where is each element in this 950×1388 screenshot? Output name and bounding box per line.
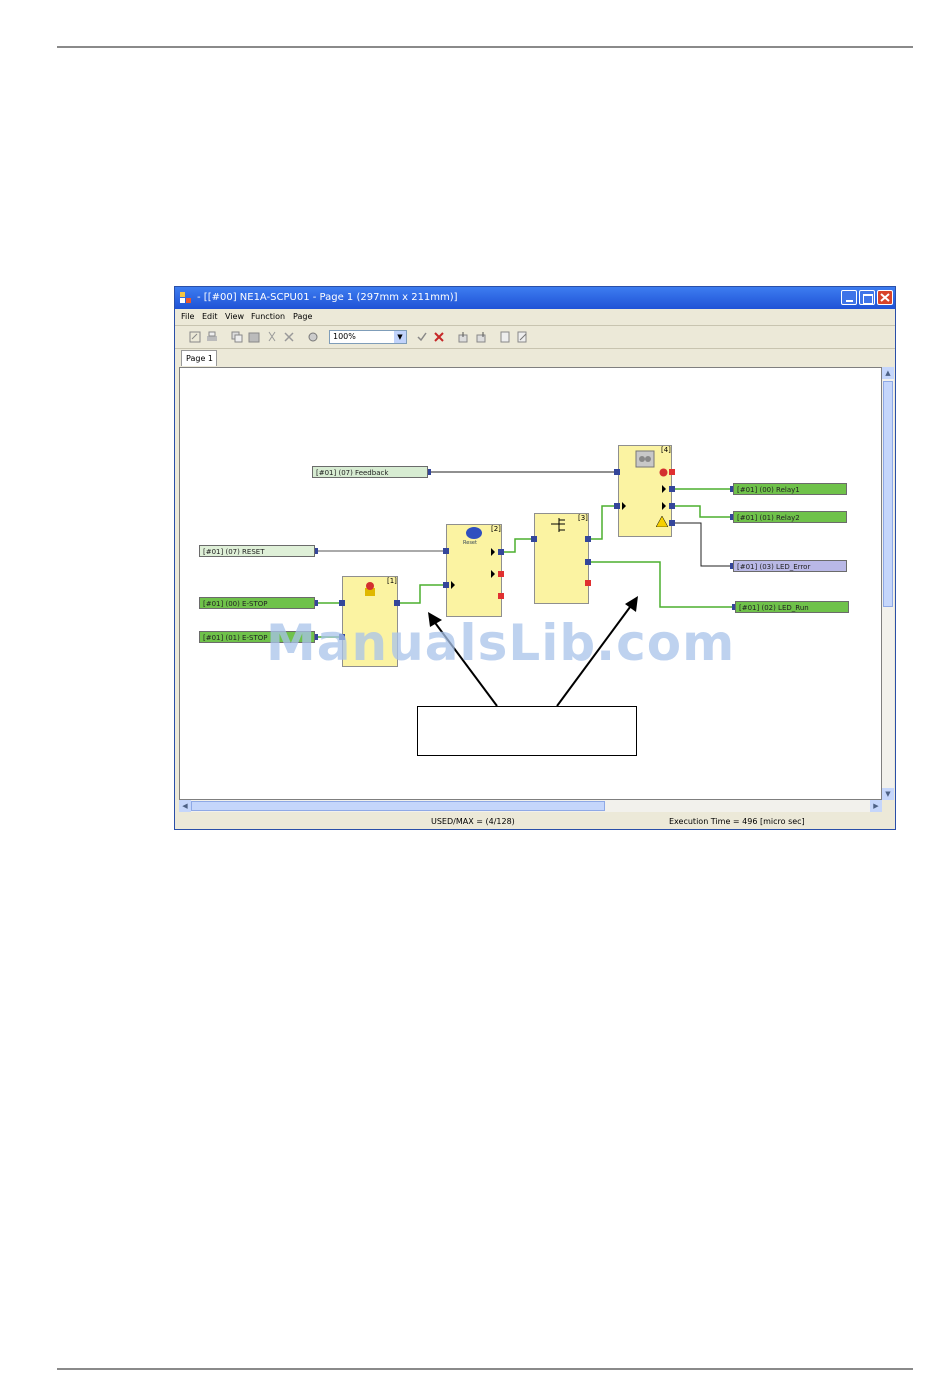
minimize-icon[interactable] [841, 290, 857, 305]
error-icon [659, 468, 668, 477]
menu-page[interactable]: Page [293, 312, 313, 321]
used-max-status: USED/MAX = (4/128) [431, 817, 515, 826]
window-title: - [[#00] NE1A-SCPU01 - Page 1 (297mm x 2… [197, 292, 458, 303]
execution-time-status: Execution Time = 496 [micro sec] [669, 817, 805, 826]
menu-function[interactable]: Function [251, 312, 286, 321]
move-up-icon[interactable] [457, 331, 469, 343]
and-logic-icon [551, 518, 565, 532]
emergency-stop-icon [365, 582, 375, 596]
input-tag-reset[interactable]: [#01] (07) RESET [199, 545, 315, 557]
contactor-icon [635, 450, 655, 468]
app-icon [180, 292, 191, 303]
toolbar: 100% ▼ [175, 325, 895, 349]
menu-view[interactable]: View [225, 312, 244, 321]
input-tag-estop-0[interactable]: [#01] (00) E-STOP [199, 597, 315, 609]
wire-led-run [588, 561, 735, 608]
wire-b1-b2 [397, 584, 446, 604]
block-number: [2] [491, 525, 501, 533]
page-tabs: Page 1 [175, 348, 895, 366]
print-icon[interactable] [206, 331, 218, 343]
warning-icon [656, 516, 668, 527]
title-bar: - [[#00] NE1A-SCPU01 - Page 1 (297mm x 2… [175, 287, 895, 309]
watermark: ManualsLib.com [266, 614, 736, 672]
callout-arrow-right [556, 602, 634, 707]
output-tag-led-run[interactable]: [#01] (02) LED_Run [735, 601, 849, 613]
copy-icon[interactable] [231, 331, 243, 343]
callout-arrow-left [432, 619, 498, 707]
monitor-icon[interactable] [307, 331, 319, 343]
output-tag-relay1[interactable]: [#01] (00) Relay1 [733, 483, 847, 495]
maximize-icon[interactable] [859, 290, 875, 305]
reset-caption: Reset [463, 540, 477, 546]
input-tag-estop-1[interactable]: [#01] (01) E-STOP [199, 631, 315, 643]
scroll-left-icon[interactable]: ◀ [179, 800, 191, 812]
wire-b2-b3 [501, 538, 534, 553]
error-check-icon[interactable] [433, 331, 445, 343]
arrowhead-right [625, 596, 638, 612]
function-block-2[interactable]: [2] Reset [446, 524, 502, 617]
wire-led-error [671, 522, 733, 567]
page-edit-icon[interactable] [516, 331, 528, 343]
input-tag-feedback[interactable]: [#01] (07) Feedback [312, 466, 428, 478]
top-rule [57, 46, 913, 48]
output-tag-led-error[interactable]: [#01] (03) LED_Error [733, 560, 847, 572]
menu-bar: File Edit View Function Page [175, 309, 895, 325]
scroll-down-icon[interactable]: ▼ [882, 788, 894, 800]
menu-edit[interactable]: Edit [202, 312, 218, 321]
reset-button-icon [466, 527, 482, 539]
scroll-right-icon[interactable]: ▶ [870, 800, 882, 812]
tab-page-1[interactable]: Page 1 [181, 350, 217, 366]
function-block-1[interactable]: [1] [342, 576, 398, 667]
delete-icon[interactable] [283, 331, 295, 343]
close-icon[interactable] [877, 290, 893, 305]
horizontal-scrollbar[interactable]: ◀ ▶ [179, 800, 882, 812]
move-down-icon[interactable] [475, 331, 487, 343]
edit-icon[interactable] [189, 331, 201, 343]
menu-file[interactable]: File [181, 312, 195, 321]
check-icon[interactable] [416, 331, 428, 343]
page-icon[interactable] [499, 331, 511, 343]
cut-icon[interactable] [266, 331, 278, 343]
chevron-down-icon[interactable]: ▼ [394, 331, 406, 343]
block-number: [1] [387, 577, 397, 585]
callout-box [417, 706, 637, 756]
vertical-scroll-thumb[interactable] [883, 381, 893, 607]
wire-relay2 [671, 505, 733, 518]
status-bar: USED/MAX = (4/128) Execution Time = 496 … [175, 814, 895, 829]
block-number: [3] [578, 514, 588, 522]
block-number: [4] [661, 446, 671, 454]
zoom-select[interactable]: 100% ▼ [329, 330, 407, 344]
scroll-up-icon[interactable]: ▲ [882, 367, 894, 379]
vertical-scrollbar[interactable]: ▲ ▼ [882, 367, 894, 800]
wire-b3-b4 [588, 505, 618, 540]
paste-icon[interactable] [248, 331, 260, 343]
function-block-3[interactable]: [3] [534, 513, 589, 604]
horizontal-scroll-thumb[interactable] [191, 801, 605, 811]
arrowhead-left [428, 612, 442, 627]
zoom-value: 100% [333, 332, 356, 341]
output-tag-relay2[interactable]: [#01] (01) Relay2 [733, 511, 847, 523]
bottom-rule [57, 1368, 913, 1370]
